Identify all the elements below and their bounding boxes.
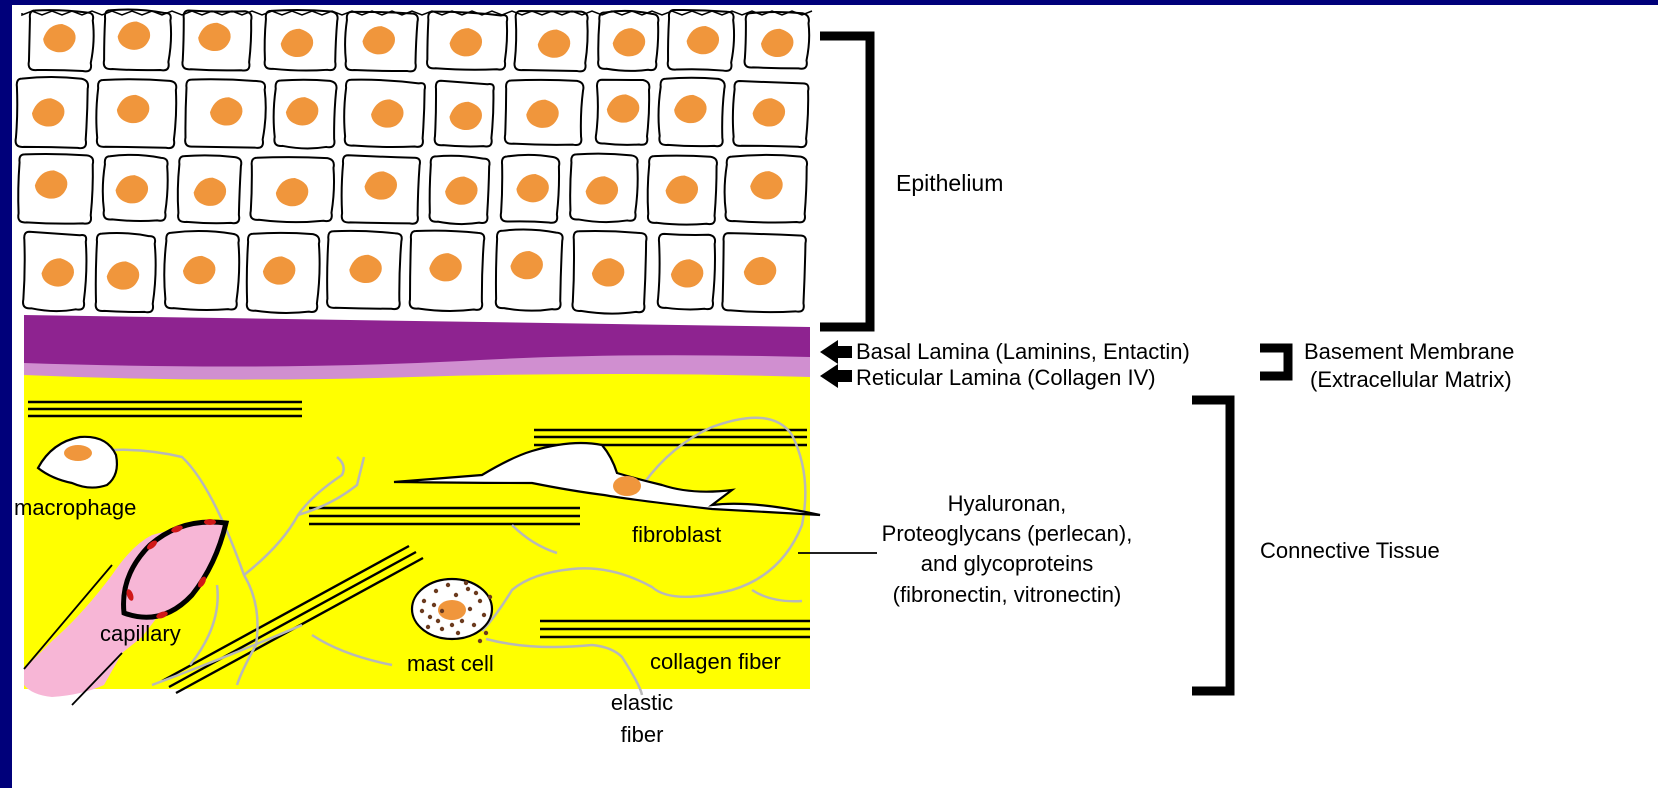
capillary-label: capillary xyxy=(100,621,181,646)
basement-membrane-label: Basement Membrane xyxy=(1304,339,1514,364)
mast-cell-granule xyxy=(478,599,482,603)
mast-cell-granule xyxy=(460,619,464,623)
matrix-label-line1: Hyaluronan, xyxy=(948,491,1067,516)
mast-cell-granule xyxy=(488,595,492,599)
mast-cell-granule xyxy=(464,581,468,585)
matrix-label-line2: Proteoglycans (perlecan), xyxy=(882,521,1133,546)
mast-cell-granule xyxy=(474,591,478,595)
mast-cell-granule xyxy=(426,625,430,629)
fibroblast-label: fibroblast xyxy=(632,522,721,547)
mast-cell-granule xyxy=(466,587,470,591)
mast-cell-label: mast cell xyxy=(407,651,494,676)
epithelial-cells xyxy=(16,9,812,313)
diagram-canvas: Epithelium Basal Lamina (Laminins, Entac… xyxy=(12,5,1658,788)
mast-cell-granule xyxy=(478,639,482,643)
elastic-fiber-label-line2: fiber xyxy=(621,722,664,747)
basement-membrane-bracket xyxy=(1260,348,1288,376)
mast-cell-granule xyxy=(468,607,472,611)
matrix-label-line3: and glycoproteins xyxy=(921,551,1093,576)
mast-cell-granule xyxy=(454,593,458,597)
reticular-lamina-label: Reticular Lamina (Collagen IV) xyxy=(856,365,1156,390)
mast-cell-granule xyxy=(456,631,460,635)
matrix-label-line4: (fibronectin, vitronectin) xyxy=(893,582,1122,607)
reticular-lamina-arrow xyxy=(820,364,852,388)
mast-cell-granule xyxy=(440,609,444,613)
basal-lamina-arrow xyxy=(820,340,852,364)
mast-cell-granule xyxy=(434,589,438,593)
epithelium-label: Epithelium xyxy=(896,170,1003,196)
mast-cell-granule xyxy=(432,603,436,607)
mast-cell-granule xyxy=(428,615,432,619)
macrophage-label: macrophage xyxy=(14,495,136,520)
extracellular-matrix-label: (Extracellular Matrix) xyxy=(1310,367,1512,392)
connective-tissue-label: Connective Tissue xyxy=(1260,538,1440,563)
tissue-diagram: Epithelium Basal Lamina (Laminins, Entac… xyxy=(12,5,1658,788)
mast-cell-granule xyxy=(436,619,440,623)
mast-cell-granule xyxy=(420,609,424,613)
connective-tissue-bracket xyxy=(1192,400,1230,691)
mast-cell-granule xyxy=(450,623,454,627)
mast-cell-granule xyxy=(440,627,444,631)
mast-cell-granule xyxy=(422,599,426,603)
elastic-fiber-label-line1: elastic xyxy=(611,690,673,715)
epithelium-bracket xyxy=(820,36,870,327)
collagen-fiber-label: collagen fiber xyxy=(650,649,781,674)
mast-cell-granule xyxy=(482,613,486,617)
basal-lamina-label: Basal Lamina (Laminins, Entactin) xyxy=(856,339,1190,364)
mast-cell-granule xyxy=(484,631,488,635)
mast-cell-granule xyxy=(472,623,476,627)
mast-cell-granule xyxy=(446,583,450,587)
